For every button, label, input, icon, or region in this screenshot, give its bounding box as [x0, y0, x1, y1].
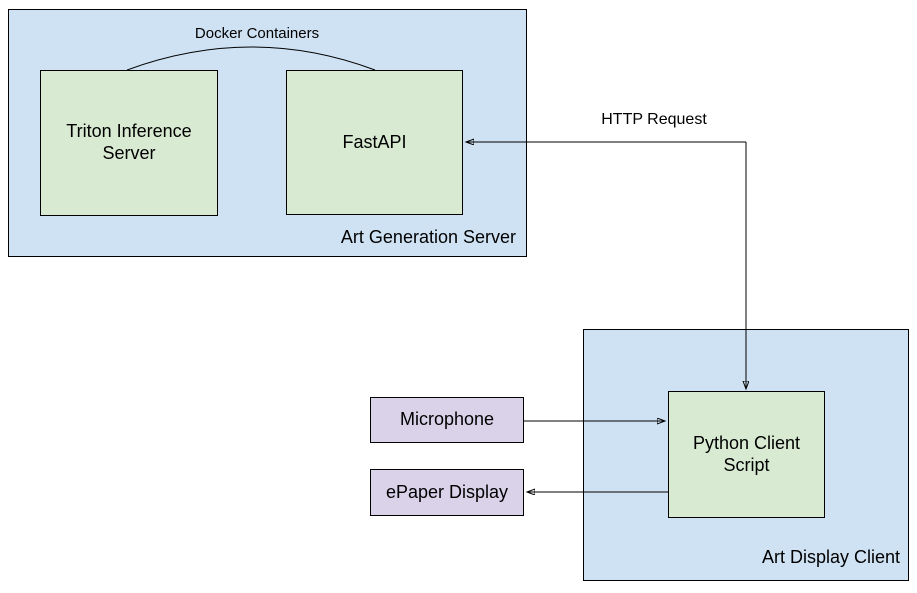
node-triton-inference-server: Triton Inference Server [40, 70, 218, 216]
microphone-label: Microphone [399, 409, 495, 430]
triton-inference-server-label: Triton Inference Server [66, 121, 192, 163]
http-request-connector-label: HTTP Request [601, 111, 707, 128]
node-epaper-display: ePaper Display [370, 469, 524, 516]
fastapi-label: FastAPI [342, 131, 407, 152]
epaper-display-label: ePaper Display [385, 481, 509, 502]
python-client-script-label: Python Client Script [692, 432, 801, 475]
node-fastapi: FastAPI [286, 70, 463, 215]
node-python-client-script: Python Client Script [668, 391, 825, 518]
art-display-client-label: Art Display Client [761, 547, 900, 567]
art-generation-server-label: Art Generation Server [340, 227, 516, 247]
docker-containers-connector-label: Docker Containers [194, 25, 320, 42]
node-microphone: Microphone [370, 397, 524, 443]
